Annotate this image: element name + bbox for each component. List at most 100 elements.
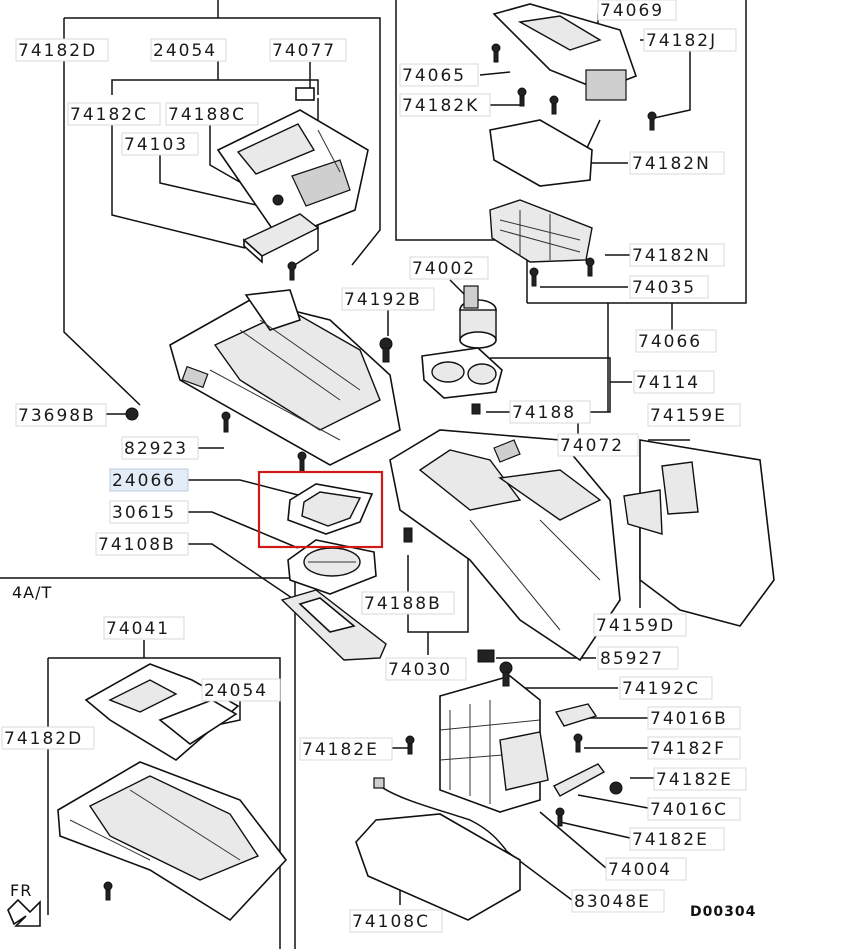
diagram-code: D00304 — [690, 904, 756, 920]
highlight-box-24066 — [257, 470, 384, 549]
svg-text:74114: 74114 — [636, 373, 700, 393]
callout-74159e[interactable]: 74159E — [647, 403, 741, 427]
upper-tray-74182n — [489, 119, 593, 263]
section-title-4at: 4A/T — [12, 583, 52, 602]
wire-harness-83048e — [373, 777, 507, 851]
svg-text:74065: 74065 — [402, 66, 466, 86]
callout-74035[interactable]: 74035 — [629, 275, 709, 299]
svg-text:74182K: 74182K — [402, 96, 479, 116]
callout-74016b[interactable]: 74016B — [647, 706, 741, 730]
svg-text:82923: 82923 — [124, 439, 188, 459]
callout-74182e-left[interactable]: 74182E — [299, 737, 393, 761]
svg-text:74182F: 74182F — [650, 739, 726, 759]
callout-24066-highlighted[interactable]: 24066 — [109, 468, 189, 492]
svg-text:30615: 30615 — [112, 503, 176, 523]
svg-text:74182E: 74182E — [302, 740, 379, 760]
svg-text:74182D: 74182D — [4, 729, 83, 749]
callout-83048e[interactable]: 83048E — [571, 889, 665, 913]
callout-74002[interactable]: 74002 — [409, 256, 489, 280]
callout-74066[interactable]: 74066 — [635, 329, 717, 353]
svg-text:74035: 74035 — [632, 278, 696, 298]
callout-74041[interactable]: 74041 — [103, 616, 185, 640]
callout-74188[interactable]: 74188 — [509, 400, 591, 424]
svg-text:24054: 24054 — [204, 681, 268, 701]
svg-text:74182D: 74182D — [18, 41, 97, 61]
callout-74108c[interactable]: 74108C — [349, 909, 443, 933]
callout-82923[interactable]: 82923 — [121, 436, 199, 460]
callout-74192c[interactable]: 74192C — [619, 676, 713, 700]
fasteners — [103, 43, 657, 901]
svg-text:74188: 74188 — [512, 403, 576, 423]
callout-labels: 74182D 24054 74077 74182C 74188C 74103 7… — [1, 0, 747, 933]
callout-85927[interactable]: 85927 — [597, 646, 679, 670]
callout-74004[interactable]: 74004 — [605, 857, 687, 881]
shift-boot — [287, 539, 377, 595]
callout-74182c[interactable]: 74182C — [67, 102, 161, 126]
callout-74182f[interactable]: 74182F — [647, 736, 741, 760]
callout-74182e-lower[interactable]: 74182E — [629, 827, 725, 851]
callout-74069[interactable]: 74069 — [597, 0, 677, 21]
svg-text:73698B: 73698B — [18, 406, 96, 426]
cup-holder-74002 — [459, 285, 497, 349]
at-console — [57, 663, 288, 922]
callout-74159d[interactable]: 74159D — [593, 613, 687, 637]
parts-artwork — [7, 3, 775, 927]
callout-74077[interactable]: 74077 — [269, 38, 347, 62]
top-bracket-74069 — [492, 3, 638, 101]
callout-74182n-upper[interactable]: 74182N — [629, 151, 725, 175]
svg-text:74108C: 74108C — [352, 912, 430, 932]
svg-text:74182E: 74182E — [632, 830, 709, 850]
callout-74188c[interactable]: 74188C — [165, 102, 259, 126]
callout-74182d-at[interactable]: 74182D — [1, 726, 95, 750]
svg-text:74182E: 74182E — [656, 770, 733, 790]
callout-74030[interactable]: 74030 — [385, 657, 467, 681]
callout-24054-at[interactable]: 24054 — [201, 678, 281, 702]
svg-text:74016B: 74016B — [650, 709, 728, 729]
plates-74016 — [553, 703, 606, 797]
callout-74114[interactable]: 74114 — [633, 370, 715, 394]
svg-text:74072: 74072 — [560, 436, 624, 456]
svg-text:74182J: 74182J — [646, 31, 717, 51]
svg-text:74182N: 74182N — [632, 154, 711, 174]
front-arrow-icon — [7, 898, 41, 927]
svg-text:74069: 74069 — [600, 1, 664, 21]
direction-label: FR — [10, 881, 32, 900]
cup-tray-74114 — [421, 347, 503, 399]
callout-24054-top[interactable]: 24054 — [150, 38, 227, 62]
callout-74016c[interactable]: 74016C — [647, 797, 741, 821]
shift-indicator-plate — [216, 87, 369, 241]
svg-text:74182C: 74182C — [70, 105, 148, 125]
small-lid-part — [242, 213, 320, 264]
callout-74072[interactable]: 74072 — [557, 433, 639, 457]
svg-text:74066: 74066 — [638, 332, 702, 352]
callout-74182j[interactable]: 74182J — [643, 28, 737, 52]
callout-74065[interactable]: 74065 — [399, 63, 479, 87]
callout-74182d-top[interactable]: 74182D — [15, 38, 109, 62]
rear-console-74030 — [389, 429, 621, 662]
svg-text:74002: 74002 — [412, 259, 476, 279]
callout-74108b[interactable]: 74108B — [95, 532, 189, 556]
svg-text:74188C: 74188C — [168, 105, 246, 125]
callout-74182e-right[interactable]: 74182E — [653, 767, 747, 791]
callout-73698b[interactable]: 73698B — [15, 403, 107, 427]
svg-text:74103: 74103 — [124, 135, 188, 155]
svg-text:74188B: 74188B — [364, 594, 442, 614]
callout-30615[interactable]: 30615 — [109, 500, 189, 524]
svg-text:74004: 74004 — [608, 860, 672, 880]
svg-text:74159D: 74159D — [596, 616, 675, 636]
box-bracket-74004 — [439, 675, 549, 813]
svg-text:74041: 74041 — [106, 619, 170, 639]
svg-text:74192C: 74192C — [622, 679, 700, 699]
switch-74072 — [493, 439, 521, 463]
svg-text:83048E: 83048E — [574, 892, 651, 912]
callout-74182k[interactable]: 74182K — [399, 93, 491, 117]
callout-74188b[interactable]: 74188B — [361, 591, 455, 615]
svg-text:85927: 85927 — [600, 649, 664, 669]
callout-74192b[interactable]: 74192B — [341, 287, 435, 311]
callout-74182n-lower[interactable]: 74182N — [629, 243, 725, 267]
svg-text:74077: 74077 — [272, 41, 336, 61]
svg-text:74016C: 74016C — [650, 800, 728, 820]
shift-gasket — [287, 483, 374, 535]
callout-74103[interactable]: 74103 — [121, 132, 199, 156]
